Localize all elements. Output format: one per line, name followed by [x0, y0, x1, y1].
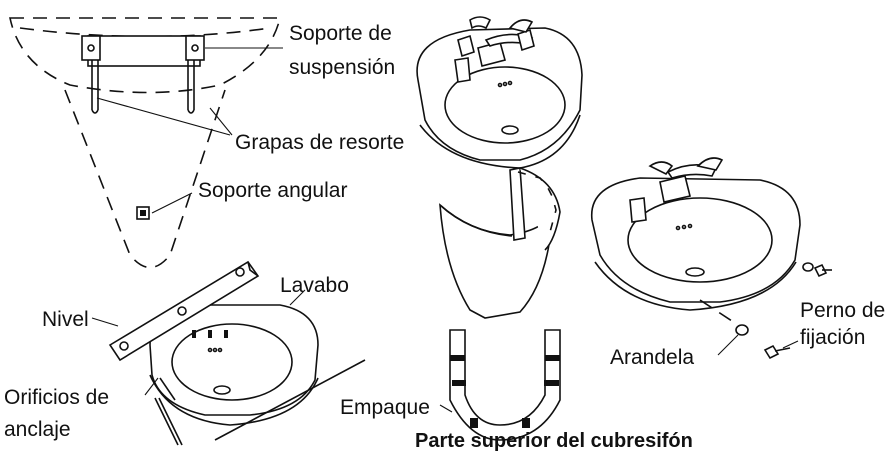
hanger-bracket [81, 35, 205, 114]
label-soporte-angular: Soporte angular [198, 179, 348, 202]
label-arandela: Arandela [610, 346, 695, 369]
label-lavabo: Lavabo [280, 274, 349, 297]
sink-with-faucet-top [416, 16, 583, 169]
pedestal-top-cover [439, 167, 561, 319]
label-soporte-suspension-1: Soporte de [289, 22, 392, 45]
label-orificios-1: Orificios de [4, 386, 110, 409]
caption-parte-superior: Parte superior del cubresifón [415, 430, 693, 452]
sink-with-faucet-right [591, 157, 801, 311]
label-nivel: Nivel [42, 308, 89, 331]
label-empaque: Empaque [340, 396, 430, 419]
label-grapas-de-resorte: Grapas de resorte [235, 131, 405, 154]
washer-and-bolt-bottom [699, 299, 791, 360]
label-perno-1: Perno de [800, 299, 886, 322]
wall-and-anchor-lines [154, 359, 366, 446]
label-soporte-suspension-2: suspensión [289, 56, 396, 79]
level-tool [108, 260, 260, 362]
bolt-and-washer-right [802, 262, 832, 278]
label-perno-2: fijación [800, 326, 866, 349]
angle-bracket [136, 206, 150, 220]
gasket [449, 329, 561, 441]
label-orificios-2: anclaje [4, 418, 71, 441]
